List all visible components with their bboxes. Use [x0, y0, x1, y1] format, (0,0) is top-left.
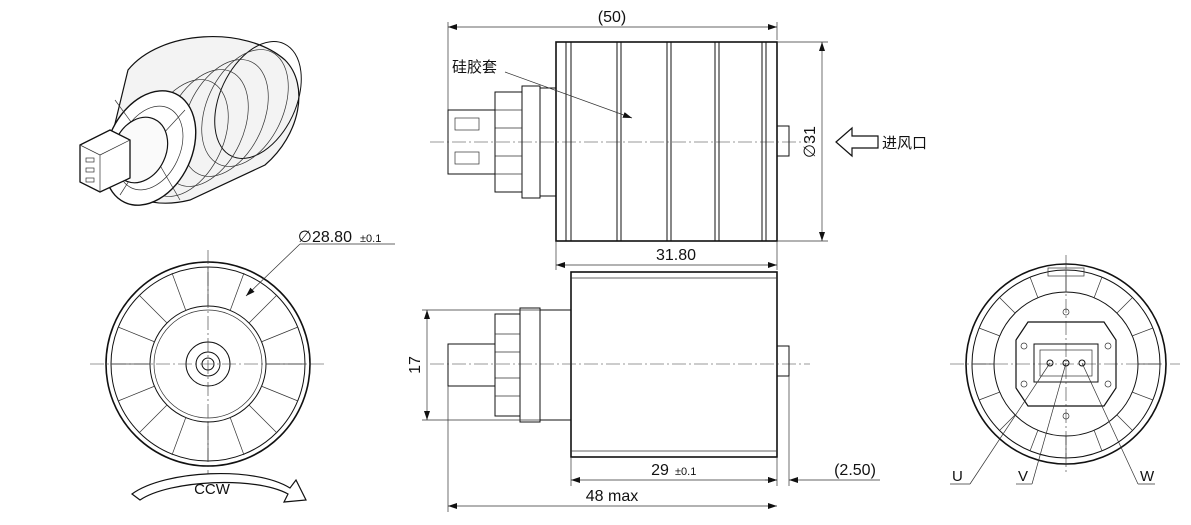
label-rotation: CCW — [194, 481, 231, 498]
pin-label-u: U — [952, 468, 963, 485]
label-inlet: 进风口 — [882, 134, 927, 152]
dim-29-tol: ±0.1 — [675, 466, 696, 478]
label-sleeve: 硅胶套 — [452, 58, 497, 76]
isometric-view — [79, 36, 302, 206]
front-view: ∅28.80 ±0.1 CCW — [90, 229, 395, 503]
dim-29: 29 — [651, 462, 669, 479]
pin-label-w: W — [1140, 468, 1155, 485]
dim-diameter-front: ∅28.80 — [298, 229, 352, 246]
dim-31-80: 31.80 — [656, 247, 696, 264]
dim-diameter-front-tol: ±0.1 — [360, 233, 381, 245]
top-side-view: (50) 硅胶套 ∅31 — [430, 9, 927, 270]
inlet-arrow-icon — [835, 126, 879, 158]
dim-diameter-31: ∅31 — [802, 126, 819, 158]
dim-overall-top: (50) — [598, 9, 626, 26]
dim-17: 17 — [407, 356, 424, 374]
pin-label-v: V — [1018, 468, 1028, 485]
bottom-side-view: 17 29 ±0.1 (2.50) 48 max — [407, 271, 880, 512]
dim-2-50: (2.50) — [834, 462, 876, 479]
rear-view: U V W — [950, 255, 1180, 485]
rotation-arrow-icon — [130, 472, 307, 503]
dim-48max: 48 max — [586, 488, 638, 505]
